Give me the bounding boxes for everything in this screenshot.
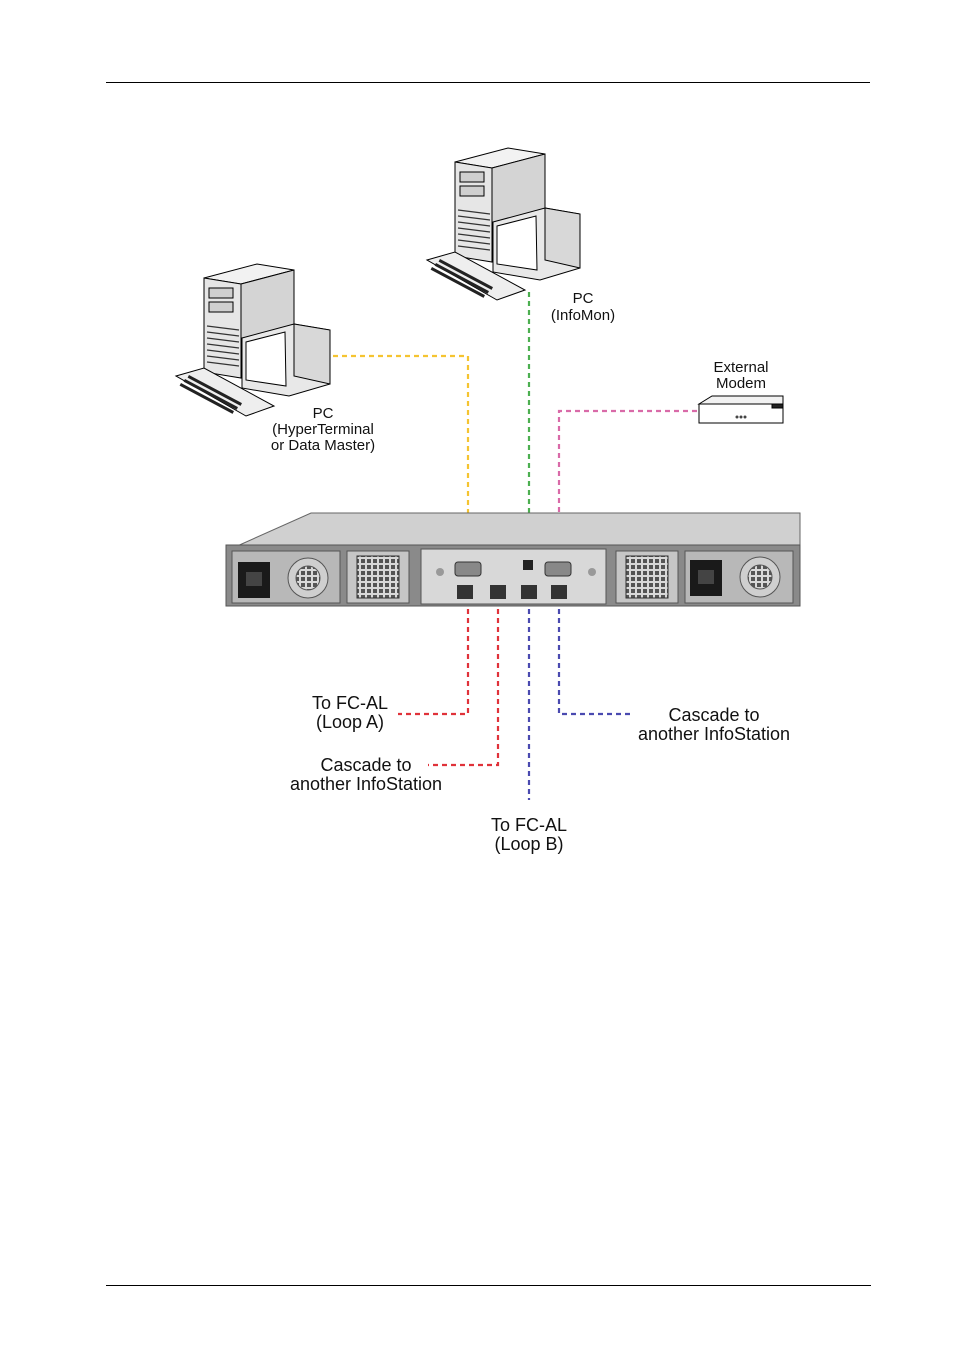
red-cascade-link xyxy=(428,600,500,767)
cascade-left-label: Cascade to another InfoStation xyxy=(290,755,442,794)
loop-a-line1: To FC-AL xyxy=(312,693,388,713)
pc-hyper-line3: or Data Master) xyxy=(271,437,375,454)
pc-infomon-line1: PC xyxy=(573,290,594,307)
cascade-left-line1: Cascade to xyxy=(320,755,411,775)
external-modem-icon xyxy=(697,395,784,424)
footer-rule xyxy=(106,1285,871,1286)
left-fan-grill xyxy=(346,550,410,604)
loop-a-label: To FC-AL (Loop A) xyxy=(312,693,388,732)
pink-modem-link xyxy=(557,409,697,565)
yellow-serial-link xyxy=(333,354,470,560)
header-rule xyxy=(106,82,870,83)
modem-label: External Modem xyxy=(713,359,768,392)
modem-line1: External xyxy=(713,359,768,376)
loop-b-line2: (Loop B) xyxy=(494,834,563,854)
pc-infomon-label: PC (InfoMon) xyxy=(551,290,615,324)
right-fan-grill xyxy=(615,550,679,604)
loop-b-line1: To FC-AL xyxy=(491,815,567,835)
red-loop-a-link xyxy=(398,600,470,716)
pc-hyperterminal-computer-icon xyxy=(174,263,331,417)
left-power-supply xyxy=(231,550,341,604)
pc-hyper-line2: (HyperTerminal xyxy=(272,421,374,438)
cascade-left-line2: another InfoStation xyxy=(290,774,442,794)
pc-hyper-line1: PC xyxy=(313,405,334,422)
modem-line2: Modem xyxy=(716,375,766,392)
blue-cascade-link xyxy=(557,600,634,716)
cascade-right-line1: Cascade to xyxy=(668,705,759,725)
cascade-right-line2: another InfoStation xyxy=(638,724,790,744)
loop-b-label: To FC-AL (Loop B) xyxy=(491,815,567,854)
pc-infomon-computer-icon xyxy=(425,147,581,301)
pc-hyperterminal-label: PC (HyperTerminal or Data Master) xyxy=(271,405,375,454)
right-power-supply xyxy=(684,550,794,604)
cascade-right-label: Cascade to another InfoStation xyxy=(638,705,790,744)
pc-infomon-line2: (InfoMon) xyxy=(551,307,615,324)
controller-module xyxy=(420,548,607,605)
loop-a-line2: (Loop A) xyxy=(316,712,384,732)
infostation-chassis xyxy=(225,512,801,607)
